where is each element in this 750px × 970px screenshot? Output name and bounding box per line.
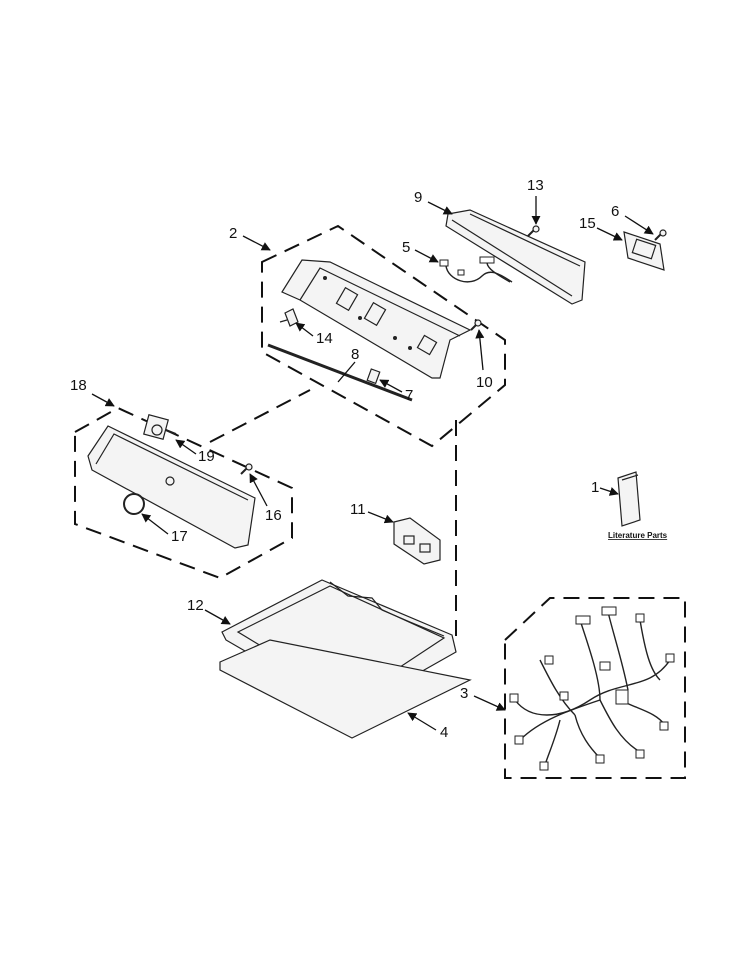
control-board	[393, 517, 441, 565]
callout-1: 1	[591, 479, 599, 496]
leader-14	[295, 322, 314, 337]
leader-10	[475, 329, 485, 371]
callout-3: 3	[460, 685, 468, 702]
screw-13	[527, 225, 540, 237]
leader-1	[599, 487, 619, 496]
control-panel-console	[281, 259, 472, 379]
callout-8: 8	[351, 346, 359, 363]
wire-harness	[509, 606, 675, 771]
wire-harness-small	[439, 256, 513, 283]
switch-part	[143, 414, 177, 440]
console-group-outline	[261, 224, 506, 448]
console-trim	[445, 209, 586, 305]
wire-harness-group-outline	[504, 597, 686, 779]
callout-15: 15	[579, 215, 596, 232]
callout-10: 10	[476, 374, 493, 391]
callout-6: 6	[611, 203, 619, 220]
callout-5: 5	[402, 239, 410, 256]
leader-16	[249, 473, 268, 507]
literature-booklet	[617, 471, 641, 527]
mounting-bracket	[623, 231, 665, 271]
screw-16	[240, 463, 253, 475]
leader-2	[242, 235, 271, 251]
leader-11	[367, 511, 394, 524]
leader-12	[204, 609, 231, 625]
leader-17	[141, 513, 169, 535]
strip-part	[267, 343, 413, 402]
leader-18	[91, 393, 115, 407]
leader-5	[414, 249, 439, 263]
leader-9	[427, 201, 453, 215]
top-seal-pad	[219, 639, 472, 739]
literature-parts-label: Literature Parts	[608, 531, 668, 540]
callout-12: 12	[187, 597, 204, 614]
leader-19	[175, 439, 197, 455]
connector-dashed-line	[209, 389, 311, 443]
callout-16: 16	[265, 507, 282, 524]
lid-panel	[87, 425, 256, 549]
screw-10	[470, 319, 482, 331]
callout-14: 14	[316, 330, 333, 347]
leader-8	[337, 361, 356, 383]
callout-11: 11	[350, 501, 366, 518]
callout-2: 2	[229, 225, 237, 242]
leader-3	[473, 695, 506, 711]
callout-17: 17	[171, 528, 188, 545]
leader-7	[379, 379, 403, 393]
callout-7: 7	[405, 387, 413, 404]
knob-part	[123, 476, 175, 515]
callout-13: 13	[527, 177, 544, 194]
leader-4	[407, 712, 437, 731]
callout-4: 4	[440, 724, 448, 741]
callout-19: 19	[198, 448, 215, 465]
lid-group-outline	[74, 406, 293, 580]
small-clip-part	[366, 368, 381, 385]
clip-part	[279, 308, 299, 327]
leader-15	[596, 227, 623, 241]
callout-9: 9	[414, 189, 422, 206]
screw-6	[654, 229, 667, 241]
callout-18: 18	[70, 377, 87, 394]
leader-6	[624, 215, 654, 235]
